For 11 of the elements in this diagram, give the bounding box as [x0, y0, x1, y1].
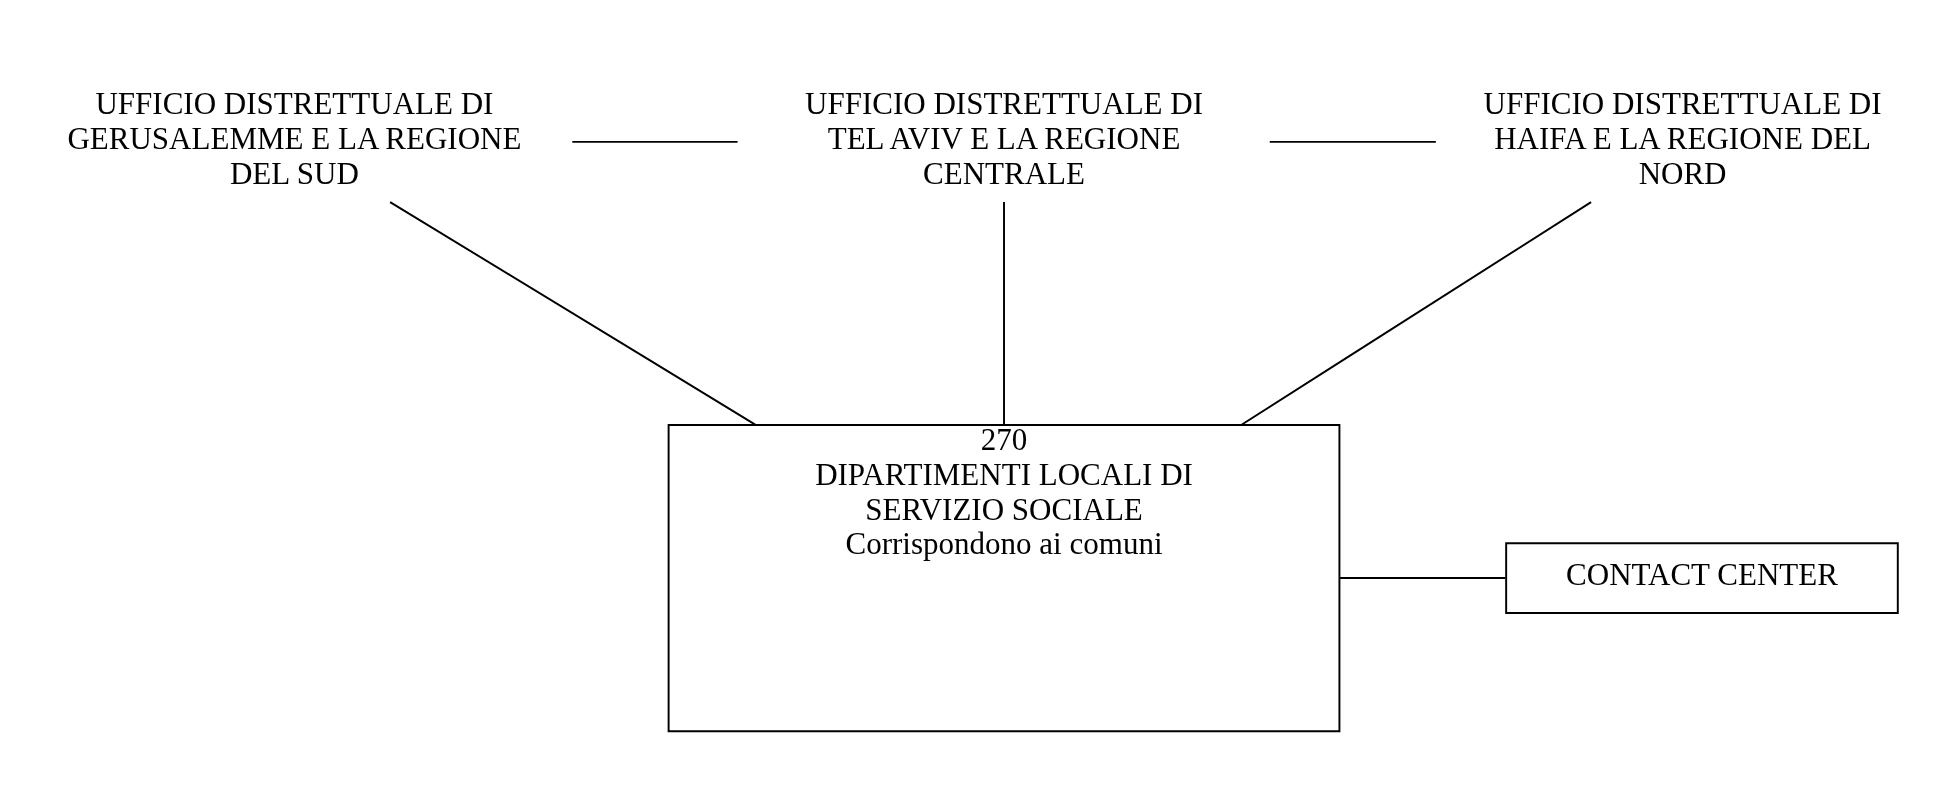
- node-text: UFFICIO DISTRETTUALE DI TEL AVIV E LA REGIONE CENTRALE: [805, 85, 1204, 191]
- node-box: 270 DIPARTIMENTI LOCALI DI SERVIZIO SOCIALE Corrispondono ai comuni: [667, 423, 1341, 732]
- connector: [1003, 200, 1005, 425]
- node-box: CONTACT CENTER: [1505, 541, 1899, 614]
- node-text: UFFICIO DISTRETTUALE DI GERUSALEMME E LA REGIONE DEL SUD: [67, 85, 522, 191]
- connector: [571, 140, 739, 143]
- connector: [1241, 200, 1593, 426]
- connector: [1339, 576, 1507, 579]
- connector: [1268, 140, 1437, 143]
- node-text: UFFICIO DISTRETTUALE DI HAIFA E LA REGIONE DEL NORD: [1483, 85, 1882, 191]
- connector: [389, 200, 757, 426]
